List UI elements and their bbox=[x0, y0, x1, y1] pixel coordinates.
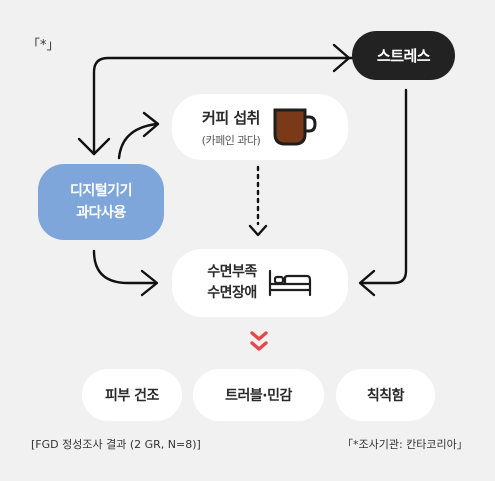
outcome-trouble-sensitivity: 트러블·민감 bbox=[193, 369, 324, 421]
sleep-line-1: 수면부족 bbox=[207, 264, 257, 280]
footnote-method: [FGD 정성조사 결과 (2 GR, N=8)] bbox=[31, 438, 201, 451]
digital-line-1: 디지털기기 bbox=[70, 183, 132, 199]
corner-mark: 「*」 bbox=[27, 38, 60, 53]
double-chevron-down-icon bbox=[250, 331, 268, 351]
sleep-text: 수면부족 수면장애 bbox=[207, 262, 257, 304]
arrow-stress-to-sleep bbox=[358, 88, 408, 297]
sleep-line-2: 수면장애 bbox=[207, 285, 257, 301]
arrow-digital-to-sleep bbox=[92, 249, 159, 297]
arrow-digital-to-stress bbox=[77, 43, 354, 156]
node-coffee: 커피 섭취 (카페인 과다) bbox=[172, 94, 348, 160]
footnote-source: 「*조사기관: 칸타코리아」 bbox=[342, 438, 468, 451]
node-digital-overuse: 디지털기기 과다사용 bbox=[38, 164, 164, 240]
coffee-mug-icon bbox=[273, 108, 317, 146]
coffee-text: 커피 섭취 (카페인 과다) bbox=[202, 107, 261, 148]
node-sleep: 수면부족 수면장애 bbox=[172, 249, 348, 317]
coffee-subtitle: (카페인 과다) bbox=[201, 133, 261, 147]
bed-icon bbox=[268, 269, 311, 297]
node-stress: 스트레스 bbox=[352, 31, 455, 80]
coffee-title: 커피 섭취 bbox=[202, 108, 260, 127]
arrow-coffee-to-sleep bbox=[248, 165, 268, 237]
outcome-skin-dryness: 피부 건조 bbox=[82, 369, 182, 421]
arrow-digital-to-coffee bbox=[117, 111, 160, 160]
digital-line-2: 과다사용 bbox=[76, 205, 126, 221]
outcome-dullness: 칙칙함 bbox=[336, 369, 435, 421]
